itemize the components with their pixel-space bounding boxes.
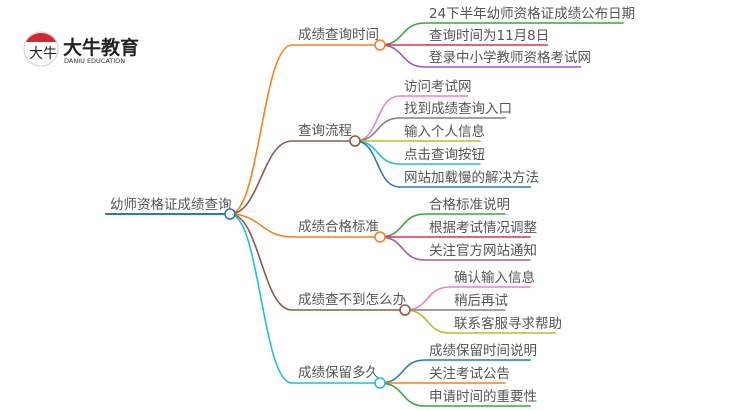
branch-edge <box>229 213 405 311</box>
leaf-edge <box>379 236 531 261</box>
leaf-node[interactable]: 找到成绩查询入口 <box>404 101 512 117</box>
branch-node[interactable]: 成绩合格标准 <box>298 219 379 235</box>
branch-node[interactable]: 查询流程 <box>298 123 352 139</box>
leaf-node[interactable]: 联系客服寻求帮助 <box>454 315 562 332</box>
leaf-node[interactable]: 登录中小学教师资格考试网 <box>429 50 591 66</box>
branch-collapse-toggle[interactable] <box>374 377 386 389</box>
logo-name: 大牛教育 <box>63 36 139 59</box>
branch-collapse-toggle[interactable] <box>374 39 386 51</box>
leaf-node[interactable]: 合格标准说明 <box>429 197 510 213</box>
leaf-node[interactable]: 确认输入信息 <box>454 269 535 286</box>
branch-edge <box>229 44 380 215</box>
leaf-edge <box>379 44 582 68</box>
branch-edge <box>229 213 380 238</box>
branch-collapse-toggle[interactable] <box>349 135 361 147</box>
leaf-node[interactable]: 根据考试情况调整 <box>429 220 537 236</box>
leaf-node[interactable]: 稍后再试 <box>454 293 508 309</box>
leaf-node[interactable]: 24下半年幼师资格证成绩公布日期 <box>429 6 635 22</box>
leaf-node[interactable]: 查询时间为11月8日 <box>429 28 549 44</box>
logo-subtitle: DANIU EDUCATION <box>64 57 125 65</box>
branch-edge <box>229 213 380 384</box>
branch-edge <box>229 140 355 215</box>
leaf-node[interactable]: 点击查询按钮 <box>404 147 485 163</box>
leaf-node[interactable]: 网站加载慢的解决方法 <box>404 169 539 186</box>
leaf-node[interactable]: 成绩保留时间说明 <box>429 343 537 359</box>
leaf-edge <box>354 140 531 188</box>
leaf-node[interactable]: 关注考试公告 <box>429 366 510 382</box>
leaf-edge <box>404 309 556 334</box>
branch-node[interactable]: 成绩查询时间 <box>298 27 379 43</box>
branch-collapse-toggle[interactable] <box>374 231 386 243</box>
branch-node[interactable]: 成绩查不到怎么办 <box>298 292 406 308</box>
logo: 大牛 大牛教育 DANIU EDUCATION <box>23 31 139 67</box>
leaf-node[interactable]: 访问考试网 <box>404 79 472 95</box>
leaf-node[interactable]: 输入个人信息 <box>404 123 485 140</box>
logo-red-arc <box>26 33 56 42</box>
leaf-edge <box>379 382 531 407</box>
logo-mark: 大牛 <box>29 46 57 62</box>
branch-collapse-toggle[interactable] <box>399 304 411 316</box>
root-collapse-toggle[interactable] <box>224 208 236 220</box>
leaf-node[interactable]: 关注官方网站通知 <box>429 242 537 259</box>
leaf-node[interactable]: 申请时间的重要性 <box>429 389 537 405</box>
branch-node[interactable]: 成绩保留多久 <box>298 364 379 381</box>
leaf-edge <box>354 95 468 142</box>
root-node[interactable]: 幼师资格证成绩查询 <box>110 197 232 213</box>
